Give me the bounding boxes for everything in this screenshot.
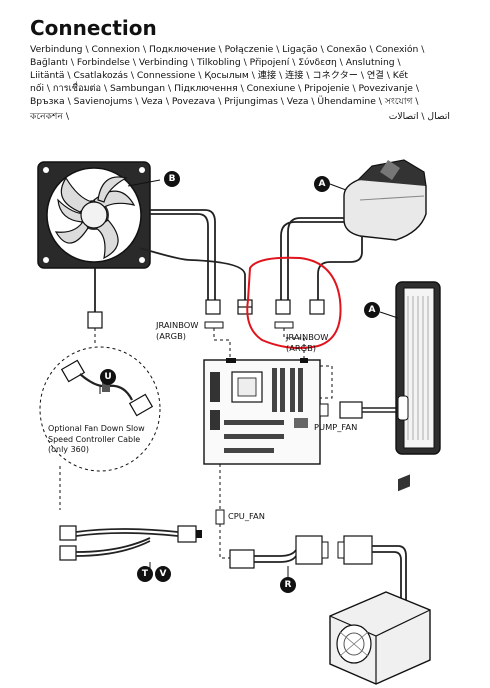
optional-cable-note: Optional Fan Down Slow Speed Controller …: [48, 424, 145, 454]
language-list-line-1: Verbindung \ Connexion \ Подключение \ P…: [30, 44, 425, 55]
splitter-cable: [59, 525, 202, 561]
badge-splitter-t: T: [137, 566, 153, 582]
fan-connector: [87, 311, 103, 329]
badge-psu-r: R: [280, 577, 296, 593]
badge-leader-lines: [99, 179, 399, 578]
case-fan: [37, 161, 151, 269]
language-list-line-6: কনেকশন \: [30, 111, 69, 122]
page-title: Connection: [30, 16, 157, 40]
motherboard: [203, 358, 321, 465]
label-pump-fan: PUMP_FAN: [314, 422, 358, 432]
pump-fan-connector: [339, 401, 363, 419]
badge-splitter-v: V: [155, 566, 171, 582]
badge-fan-b: B: [164, 171, 180, 187]
label-jrainbow-right: JRAINBOW: [286, 332, 329, 342]
dashed-links: [59, 328, 333, 559]
language-list-line-4: nối \ การเชื่อมต่อ \ Sambungan \ Підключ…: [30, 83, 419, 94]
language-list-line-2: Bağlantı \ Forbindelse \ Verbinding \ Ti…: [30, 57, 401, 68]
badge-controller-u: U: [100, 369, 116, 385]
language-list-line-5: Връзка \ Savienojums \ Veza \ Povezava \…: [30, 96, 419, 107]
red-highlight-circle: [246, 256, 342, 349]
argb-connectors-left: [205, 299, 253, 315]
argb-connectors-right: [275, 299, 325, 315]
pump-cables: [280, 217, 363, 300]
label-argb-left: (ARGB): [156, 331, 187, 341]
psu-cable: [229, 535, 407, 600]
controller-cable: [60, 359, 154, 417]
pump-block: [343, 159, 427, 241]
label-jrainbow-left: JRAINBOW: [156, 320, 199, 330]
badge-radiator-a: A: [364, 302, 380, 318]
label-argb-right: (ARGB): [286, 343, 317, 353]
pump-fan-header: [319, 403, 329, 417]
label-cpu-fan: CPU_FAN: [228, 511, 265, 521]
cpu-fan-header: [215, 509, 225, 525]
badge-pump-a: A: [314, 176, 330, 192]
fan-cables: [94, 209, 246, 312]
language-list-arabic: اتصال \ اتصالات: [388, 111, 450, 122]
power-supply: [329, 474, 431, 685]
language-list-line-3: Liitäntä \ Csatlakozás \ Connessione \ Қ…: [30, 70, 409, 81]
radiator: [395, 281, 441, 455]
